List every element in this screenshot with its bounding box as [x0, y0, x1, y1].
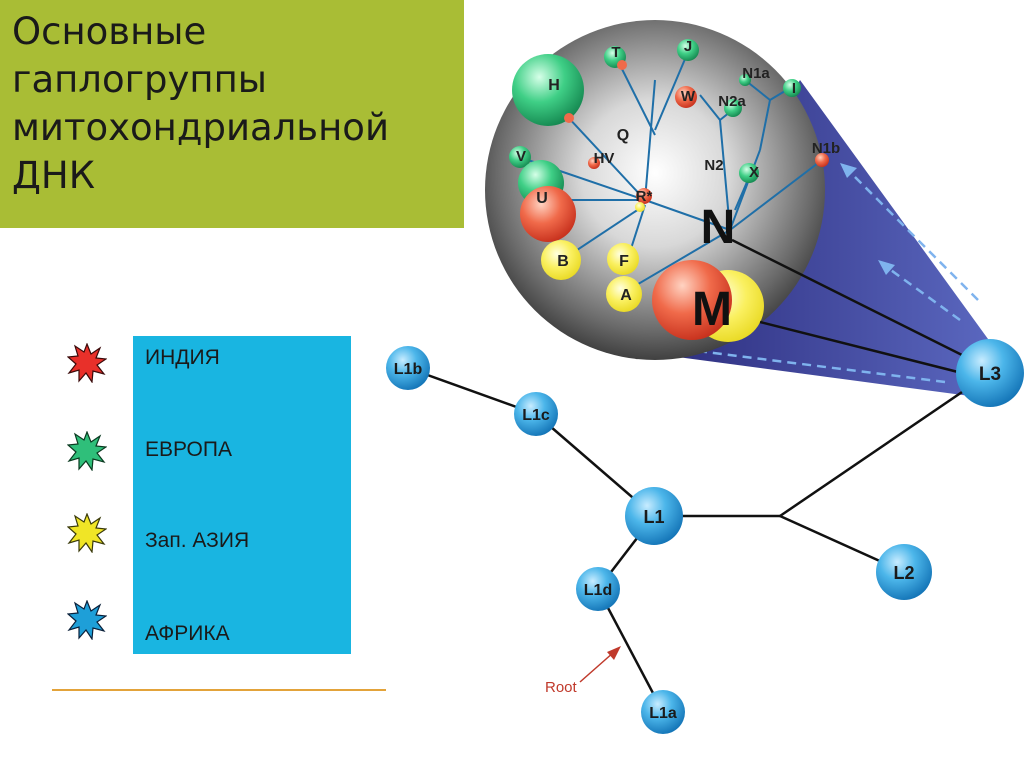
west-asia-burst-icon — [67, 513, 107, 553]
node-u — [520, 186, 576, 242]
node-h — [512, 54, 584, 126]
node-n1b — [815, 153, 829, 167]
edge-n-l3 — [731, 238, 983, 367]
divider — [52, 689, 386, 691]
root-label: Root — [545, 679, 578, 696]
node-f — [607, 243, 639, 275]
label-n1b: N1b — [812, 140, 840, 157]
tree-label-l1d: L1d — [584, 582, 612, 599]
label-r: R* — [636, 188, 653, 205]
tree-node-l1c — [514, 392, 558, 436]
node-b — [541, 240, 581, 280]
zoom-arrow — [689, 348, 946, 384]
legend-label-india: ИНДИЯ — [145, 346, 220, 369]
label-hv: HV — [594, 150, 615, 167]
root-arrow — [579, 651, 615, 683]
tree-node-l1 — [625, 487, 683, 545]
india-burst-icon — [67, 343, 107, 383]
label-n2a: N2a — [718, 93, 746, 110]
node-hv — [588, 157, 600, 169]
node-w — [675, 86, 697, 108]
tree-label-l1b: L1b — [394, 361, 423, 378]
tree-node-l1b — [386, 346, 430, 390]
label-n2: N2 — [704, 157, 723, 174]
legend-label-west-asia: Зап. АЗИЯ — [145, 529, 250, 552]
label-f: F — [619, 253, 629, 270]
label-n1a: N1a — [742, 65, 770, 82]
zoom-arrow — [849, 171, 979, 301]
label-t: T — [611, 44, 620, 61]
tree-edges — [407, 366, 991, 713]
label-j: J — [684, 38, 692, 55]
zoom-arrowhead — [878, 260, 895, 275]
node-x — [739, 163, 759, 183]
node-r — [636, 188, 652, 204]
tree-node-l2 — [876, 544, 932, 600]
label-i: I — [792, 80, 796, 97]
tree-node-l1d — [576, 567, 620, 611]
node-i — [783, 79, 801, 97]
node-r-dot — [635, 202, 645, 212]
node-v — [509, 146, 531, 168]
tree-label-l1c: L1c — [522, 407, 550, 424]
europe-burst-icon — [67, 431, 107, 471]
root-arrowhead — [607, 646, 621, 660]
edge-m-l3 — [759, 320, 963, 375]
node-a — [606, 276, 642, 312]
zoom-arrowhead — [840, 163, 857, 178]
africa-burst-icon — [67, 600, 107, 640]
node-h-dot — [564, 113, 574, 123]
label-h: H — [548, 77, 560, 94]
tree-label-l3: L3 — [979, 364, 1001, 385]
label-q: Q — [617, 127, 629, 144]
node-j — [677, 39, 699, 61]
node-t-dot — [617, 60, 627, 70]
tree-label-l1a: L1a — [649, 705, 677, 722]
label-v: V — [516, 148, 526, 165]
page-title: Основные гаплогруппы митохондриальной ДН… — [12, 10, 389, 197]
label-m: M — [692, 283, 732, 336]
tree-label-l1: L1 — [643, 507, 664, 527]
tree-node-l1a — [641, 690, 685, 734]
tree-label-l2: L2 — [893, 563, 914, 583]
node-m — [652, 260, 732, 340]
label-u: U — [536, 190, 548, 207]
legend-panel — [133, 336, 351, 654]
label-n: N — [701, 201, 736, 254]
label-w: W — [681, 88, 696, 105]
node-n2a — [724, 99, 742, 117]
title-panel: Основные гаплогруппы митохондриальной ДН… — [0, 0, 464, 228]
label-a: A — [620, 287, 632, 304]
node-n1a — [739, 74, 751, 86]
label-b: B — [557, 253, 569, 270]
legend-label-europe: ЕВРОПА — [145, 438, 232, 461]
tree-node-l3 — [956, 339, 1024, 407]
label-x: X — [749, 164, 759, 181]
legend-label-africa: АФРИКА — [145, 622, 230, 645]
